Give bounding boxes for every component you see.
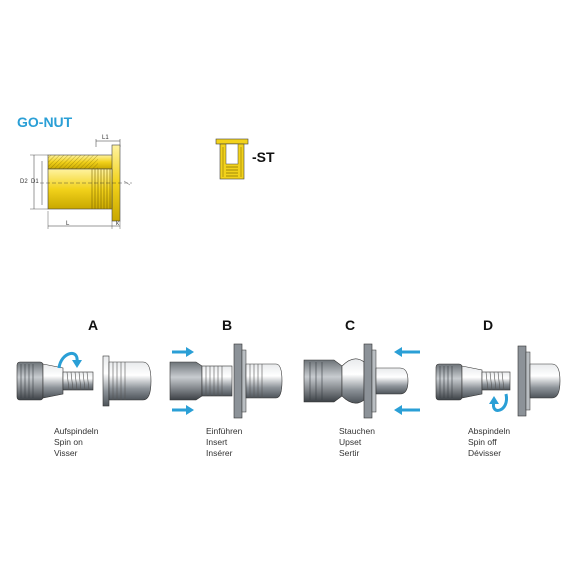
dim-l-label: L: [66, 221, 70, 227]
step-d-caption: Abspindeln Spin off Dévisser: [468, 426, 510, 459]
step-b-letter: B: [221, 317, 233, 333]
caption-line: Insérer: [206, 448, 233, 458]
step-a-drawing: [16, 352, 152, 407]
caption-line: Spin on: [54, 437, 83, 447]
step-c-letter: C: [344, 317, 356, 333]
nut-technical-drawing: [30, 139, 132, 229]
step-b-drawing: [169, 343, 283, 419]
dim-l1-label: L1: [102, 135, 109, 141]
step-c-drawing: [303, 343, 420, 419]
step-b-caption: Einführen Insert Insérer: [206, 426, 242, 459]
dim-d1-label: D1: [31, 179, 39, 185]
step-d-letter: D: [482, 317, 494, 333]
dim-d2-label: D2: [20, 179, 28, 185]
dim-k-label: k: [116, 221, 119, 227]
step-a-caption: Aufspindeln Spin on Visser: [54, 426, 98, 459]
caption-line: Einführen: [206, 426, 243, 436]
caption-line: Sertir: [339, 448, 360, 458]
st-variant-drawing: [215, 138, 249, 180]
st-variant-label: -ST: [252, 149, 275, 165]
caption-line: Upset: [339, 437, 362, 447]
step-a-letter: A: [87, 317, 99, 333]
caption-line: Insert: [206, 437, 228, 447]
caption-line: Aufspindeln: [54, 426, 99, 436]
product-title: GO-NUT: [17, 114, 73, 130]
caption-line: Stauchen: [339, 426, 375, 436]
caption-line: Dévisser: [468, 448, 502, 458]
caption-line: Spin off: [468, 437, 497, 447]
step-d-drawing: [435, 345, 561, 417]
step-c-caption: Stauchen Upset Sertir: [339, 426, 375, 459]
caption-line: Visser: [54, 448, 78, 458]
caption-line: Abspindeln: [468, 426, 511, 436]
